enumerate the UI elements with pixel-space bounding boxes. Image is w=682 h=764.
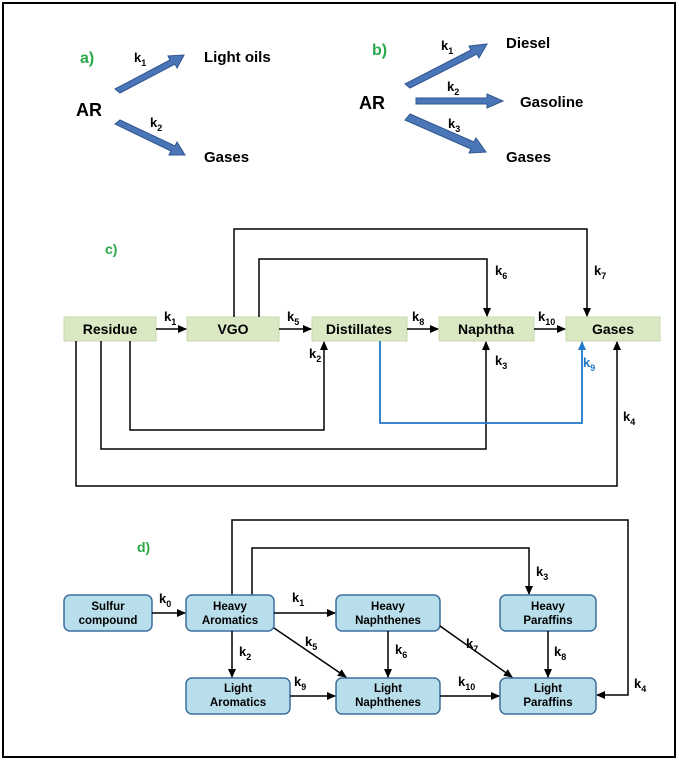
node-light-paraffins-line2: Paraffins [523,697,572,709]
panel-b-product-diesel: Diesel [506,35,550,52]
panel-b-arrow-diesel [404,43,488,89]
panel-c-rate-k2: k2 [309,346,321,364]
panel-b-rate-k2: k2 [447,79,459,97]
edge-vgo-gases [233,228,591,317]
node-light-aromatics-line1: Light [224,683,252,695]
panel-b-product-gases: Gases [506,149,551,166]
node-heavy-naphthenes-line1: Heavy [371,601,405,613]
panel-d-rate-k6: k6 [395,642,407,660]
panel-c-rate-k8: k8 [412,309,424,327]
figure-border [2,2,676,758]
node-light-paraffins-line1: Light [534,683,562,695]
node-gases-label: Gases [592,321,634,337]
panel-b-source-ar: AR [359,93,385,113]
node-light-naphthenes-line2: Naphthenes [355,697,421,709]
node-heavy-paraffins-line1: Heavy [531,601,565,613]
panel-a-label: a) [80,50,94,67]
panel-d-rate-k2: k2 [239,644,251,662]
node-gases [565,316,661,342]
node-heavy-naphthenes-line2: Naphthenes [355,615,421,627]
panel-d-rate-k4: k4 [634,676,646,694]
panel-d-rate-k1: k1 [292,590,304,608]
node-light-naphthenes-line1: Light [374,683,402,695]
panel-c-rate-k7: k7 [594,263,606,281]
edge-heavy-aromatics-heavy-paraffins [251,547,533,596]
edge-residue-naphtha [100,341,490,450]
panel-d-label: d) [137,539,150,555]
node-sulfur-compound-line1: Sulfur [91,601,125,613]
node-naphtha-label: Naphtha [458,321,514,337]
node-light-aromatics-line2: Aromatics [210,697,266,709]
edge-heavy-aromatics-light-paraffins [231,519,629,699]
panel-d-rate-k10: k10 [458,674,475,692]
panel-b-product-gasoline: Gasoline [520,94,583,111]
panel-a-arrow-gases [114,119,186,156]
panel-c: c) Residue VGO Distillates Naphtha Gases… [63,228,661,487]
panel-c-rate-k6: k6 [495,263,507,281]
panel-c-rate-k3: k3 [495,353,507,371]
panel-a-product-gases: Gases [204,149,249,166]
panel-a-rate-k1: k1 [134,50,146,68]
edge-heavy-naphthenes-light-paraffins [439,625,513,678]
panel-b-rate-k1: k1 [441,38,453,56]
panel-b-label: b) [372,42,387,59]
panel-d-rate-k0: k0 [159,591,171,609]
panel-b-rate-k3: k3 [448,116,460,134]
edge-distillates-gases-highlight [379,341,586,424]
panel-a-product-light-oils: Light oils [204,49,271,66]
panel-a-source-ar: AR [76,100,102,120]
panel-c-rate-k1: k1 [164,309,176,327]
panel-d-rate-k3: k3 [536,564,548,582]
panel-a: a) AR k1 k2 Light oils Gases [76,49,271,166]
panel-c-rate-k9: k9 [583,355,595,373]
node-vgo-label: VGO [217,321,248,337]
panel-b-arrow-gasoline [415,93,505,109]
node-heavy-paraffins-line2: Paraffins [523,615,572,627]
panel-c-rate-k10: k10 [538,309,555,327]
panel-d: d) Sulfur compound Heavy Aromatics Heavy… [63,519,646,715]
panel-c-label: c) [105,241,117,257]
node-heavy-aromatics-line2: Aromatics [202,615,258,627]
panel-d-rate-k7: k7 [466,636,478,654]
panel-a-rate-k2: k2 [150,115,162,133]
node-distillates-label: Distillates [326,321,392,337]
node-heavy-aromatics-line1: Heavy [213,601,247,613]
panel-d-rate-k9: k9 [294,674,306,692]
edge-vgo-naphtha [258,258,491,317]
panel-d-rate-k8: k8 [554,644,566,662]
edge-residue-distillates [129,341,328,431]
node-light-paraffins [499,677,597,715]
node-residue-label: Residue [83,321,138,337]
node-sulfur-compound-line2: compound [79,615,138,627]
panel-b: b) AR k1 k2 k3 Diesel Gasoline Gases [359,35,583,166]
panel-c-rate-k4: k4 [623,409,635,427]
panel-c-rate-k5: k5 [287,309,299,327]
panel-a-arrow-light-oils [114,54,185,94]
node-residue [63,316,157,342]
edge-heavy-aromatics-light-naphthenes [273,627,347,678]
panel-b-arrow-gases [404,113,487,154]
edge-residue-gases [75,341,621,487]
panel-d-rate-k5: k5 [305,634,317,652]
